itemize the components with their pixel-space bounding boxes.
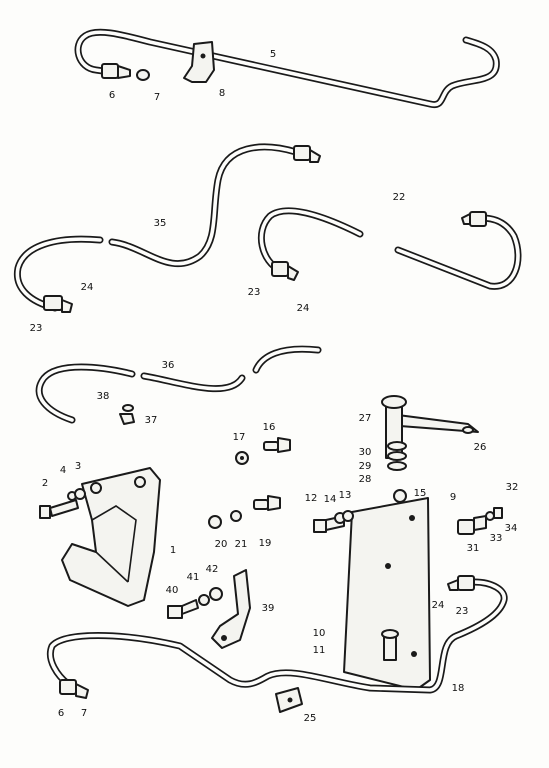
label-32: 32 xyxy=(505,482,519,493)
label-20: 20 xyxy=(214,539,228,550)
label-39: 39 xyxy=(261,603,275,614)
label-21: 21 xyxy=(234,539,248,550)
bracket-1 xyxy=(61,467,161,607)
label-16: 16 xyxy=(262,422,276,433)
washer-15 xyxy=(393,489,407,503)
label-31: 31 xyxy=(466,543,480,554)
clip-37-38 xyxy=(119,404,135,425)
pipe-35 xyxy=(13,143,321,313)
label-35: 35 xyxy=(153,218,167,229)
label-9: 9 xyxy=(449,492,457,503)
label-5: 5 xyxy=(269,49,277,60)
label-23: 23 xyxy=(247,287,261,298)
label-23: 23 xyxy=(455,606,469,617)
label-11: 11 xyxy=(312,645,326,656)
nut-20-21 xyxy=(208,510,242,529)
label-6: 6 xyxy=(57,708,65,719)
mounting-plate-10 xyxy=(343,497,431,691)
label-41: 41 xyxy=(186,572,200,583)
label-26: 26 xyxy=(473,442,487,453)
label-24: 24 xyxy=(431,600,445,611)
pipe-5 xyxy=(74,28,500,109)
label-25: 25 xyxy=(303,713,317,724)
label-22: 22 xyxy=(392,192,406,203)
pipe-22 xyxy=(257,207,522,290)
label-14: 14 xyxy=(323,494,337,505)
label-34: 34 xyxy=(504,523,518,534)
label-24: 24 xyxy=(296,303,310,314)
label-12: 12 xyxy=(304,493,318,504)
label-2: 2 xyxy=(41,478,49,489)
label-6: 6 xyxy=(108,90,116,101)
label-18: 18 xyxy=(451,683,465,694)
label-40: 40 xyxy=(165,585,179,596)
bracket-26 xyxy=(381,395,479,471)
label-1: 1 xyxy=(169,545,177,556)
label-7: 7 xyxy=(80,708,88,719)
label-23: 23 xyxy=(29,323,43,334)
union-nut-6-top xyxy=(101,63,131,79)
bolt-40 xyxy=(167,587,223,619)
bolt-12-washers-13-14 xyxy=(313,510,354,533)
label-3: 3 xyxy=(74,461,82,472)
clip-8 xyxy=(183,41,215,83)
label-17: 17 xyxy=(232,432,246,443)
clip-25 xyxy=(275,687,303,713)
label-4: 4 xyxy=(59,465,67,476)
label-7: 7 xyxy=(153,92,161,103)
label-15: 15 xyxy=(413,488,427,499)
pipe-36 xyxy=(35,345,322,424)
label-38: 38 xyxy=(96,391,110,402)
label-8: 8 xyxy=(218,88,226,99)
fitting-31-34 xyxy=(457,507,503,535)
pipe-18 xyxy=(47,575,508,699)
label-42: 42 xyxy=(205,564,219,575)
olive-17 xyxy=(235,451,249,465)
label-27: 27 xyxy=(358,413,372,424)
label-28: 28 xyxy=(358,474,372,485)
bracket-39 xyxy=(211,569,251,649)
olive-7-top xyxy=(136,69,150,81)
label-10: 10 xyxy=(312,628,326,639)
label-37: 37 xyxy=(144,415,158,426)
connector-16 xyxy=(263,437,291,453)
label-19: 19 xyxy=(258,538,272,549)
label-13: 13 xyxy=(338,490,352,501)
bolt-11 xyxy=(381,629,399,661)
bolt-2-washers-3-4 xyxy=(39,488,86,519)
label-29: 29 xyxy=(358,461,372,472)
label-33: 33 xyxy=(489,533,503,544)
connector-19 xyxy=(253,495,281,511)
label-36: 36 xyxy=(161,360,175,371)
label-30: 30 xyxy=(358,447,372,458)
label-24: 24 xyxy=(80,282,94,293)
